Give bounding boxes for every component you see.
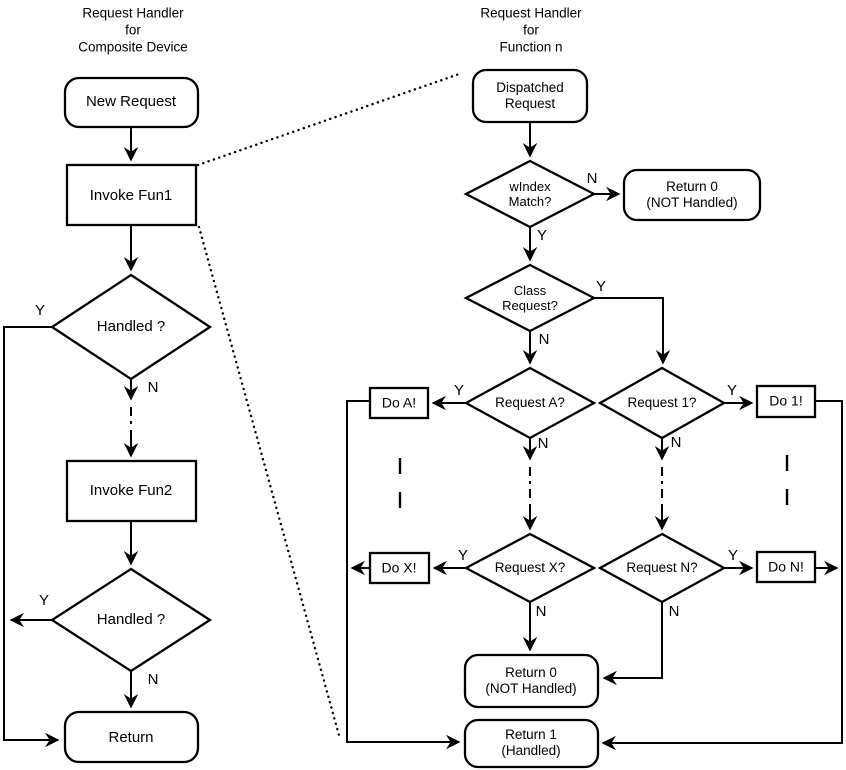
windex-match-label: wIndex Match? [508,179,552,209]
left-chart-title: Request Handler for Composite Device [78,5,188,55]
request-x-label: Request X? [494,560,566,576]
return-label: Return [108,729,154,747]
dispatched-request-node [471,68,589,124]
windex-no-label: N [586,170,598,188]
request-a-diamond [463,366,597,440]
return-1-node [463,718,600,769]
class-request-diamond [463,263,597,333]
request-1-no-label: N [670,434,682,452]
right-chart-title: Request Handler for Function n [480,5,582,55]
request-a-yes-label: Y [453,382,465,400]
new-request-node [63,76,200,129]
edge-do1-to-return1 [601,400,843,751]
invoke-fun1-node [65,163,198,227]
do-x-label: Do X! [381,559,417,576]
expansion-line-top [196,71,464,167]
class-request-label: Class Request? [502,283,558,313]
handled-1-label: Handled ? [96,318,166,336]
edge-handled1-yes-to-return [3,326,60,748]
return-0-bottom-label: Return 0 (NOT Handled) [485,665,577,696]
request-1-diamond [597,366,727,440]
handled-1-yes-label: Y [34,302,46,320]
request-a-no-label: N [537,435,549,453]
invoke-fun1-label: Invoke Fun1 [89,187,173,205]
edge-requestn-no-to-return0bottom [602,602,663,686]
handled-2-yes-label: Y [38,592,50,610]
do-1-node [755,384,817,419]
return-node [63,710,200,764]
edge-classrequest-yes-to-request1 [594,297,671,365]
handled-1-no-label: N [147,379,159,397]
return-0-bottom-node [463,653,600,709]
request-x-diamond [463,532,597,604]
left-flow-edges [3,127,139,748]
request-n-diamond [597,532,727,604]
left-flow-shapes [49,76,213,764]
expansion-line-bottom [197,225,342,741]
do-a-node [368,386,430,420]
request-n-no-label: N [668,603,680,621]
request-1-yes-label: Y [726,382,738,400]
handled-2-diamond [49,567,213,673]
handled-2-label: Handled ? [96,611,166,629]
expansion-dotted-lines [196,71,464,741]
right-flow-shapes [368,68,817,769]
do-x-node [368,551,431,585]
request-1-label: Request 1? [627,395,697,411]
handled-1-diamond [49,273,213,381]
request-n-yes-label: Y [727,547,739,565]
windex-match-diamond [463,159,597,229]
do-n-label: Do N! [768,558,804,575]
return-0-top-label: Return 0 (NOT Handled) [646,179,738,210]
handled-2-no-label: N [147,671,159,689]
return-0-top-node [622,168,762,222]
do-n-node [755,550,817,584]
right-flow-edges [346,122,843,751]
windex-yes-label: Y [536,227,548,245]
request-x-yes-label: Y [457,547,469,565]
invoke-fun2-node [65,459,198,523]
return-1-label: Return 1 (Handled) [501,727,561,758]
dispatched-request-label: Dispatched Request [496,80,564,111]
edge-doa-to-return1 [346,400,461,750]
request-n-label: Request N? [626,560,698,576]
request-a-label: Request A? [495,395,565,411]
request-x-no-label: N [535,603,547,621]
new-request-label: New Request [85,93,177,111]
do-a-label: Do A! [381,394,417,411]
invoke-fun2-label: Invoke Fun2 [89,482,173,500]
class-yes-label: Y [595,278,607,296]
class-no-label: N [538,331,550,349]
do-1-label: Do 1! [769,392,803,409]
